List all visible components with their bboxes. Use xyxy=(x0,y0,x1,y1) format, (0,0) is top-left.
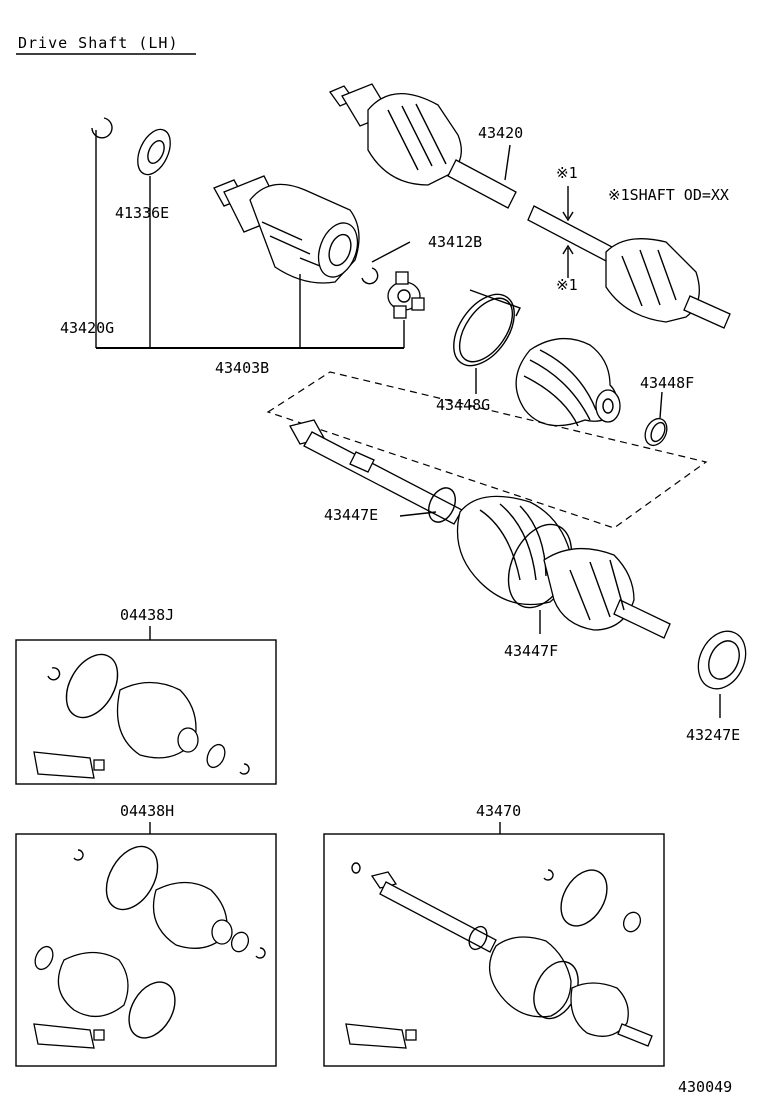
label-43448f: 43448F xyxy=(640,374,694,392)
kit3-box xyxy=(323,833,665,1067)
label-41336e: 41336E xyxy=(115,204,169,222)
kit3-parts xyxy=(345,862,653,1049)
kit1-label: 04438J xyxy=(120,606,174,624)
label-43448g: 43448G xyxy=(436,396,490,414)
marker-bottom: ※1 xyxy=(556,276,578,294)
dust-seal-43247e xyxy=(697,630,747,690)
leader-43447e xyxy=(399,511,437,517)
kit2-box xyxy=(15,833,277,1067)
leader-43412b xyxy=(371,241,411,263)
label-43447e: 43447E xyxy=(324,506,378,524)
leader-43420 xyxy=(504,144,511,181)
boot-clamp-43448g xyxy=(453,289,521,367)
arrow-bottom-head xyxy=(562,244,574,255)
label-43447f: 43447F xyxy=(504,642,558,660)
drive-shaft-43420-outer xyxy=(329,83,517,209)
label-43420: 43420 xyxy=(478,124,523,142)
kit2-label: 04438H xyxy=(120,802,174,820)
snap-ring-43412b xyxy=(361,267,379,285)
kit1-parts xyxy=(33,653,250,779)
arrow-top-head xyxy=(562,211,574,222)
kit3-label: 43470 xyxy=(476,802,521,820)
snap-ring-43420g xyxy=(91,117,113,139)
dashed-group-outline xyxy=(266,371,708,529)
shaft-od-note: ※1SHAFT OD=XX xyxy=(608,186,729,204)
kit1-box xyxy=(15,639,277,785)
label-43247e: 43247E xyxy=(686,726,740,744)
tripod-joint xyxy=(387,271,425,319)
main-drive-shaft xyxy=(289,419,671,639)
drive-shaft-43420-inner xyxy=(527,205,731,329)
label-43412b: 43412B xyxy=(428,233,482,251)
dust-seal-41336e xyxy=(137,128,171,176)
small-clamp-43448f xyxy=(644,417,668,447)
label-43420g: 43420G xyxy=(60,319,114,337)
boot xyxy=(515,337,621,427)
marker-top: ※1 xyxy=(556,164,578,182)
leader-43448f xyxy=(659,391,663,419)
kit2-parts xyxy=(33,845,266,1049)
page-title: Drive Shaft (LH) xyxy=(18,34,179,52)
figure-number: 430049 xyxy=(678,1078,732,1096)
label-43403b: 43403B xyxy=(215,359,269,377)
outboard-joint-43403b xyxy=(213,175,360,284)
